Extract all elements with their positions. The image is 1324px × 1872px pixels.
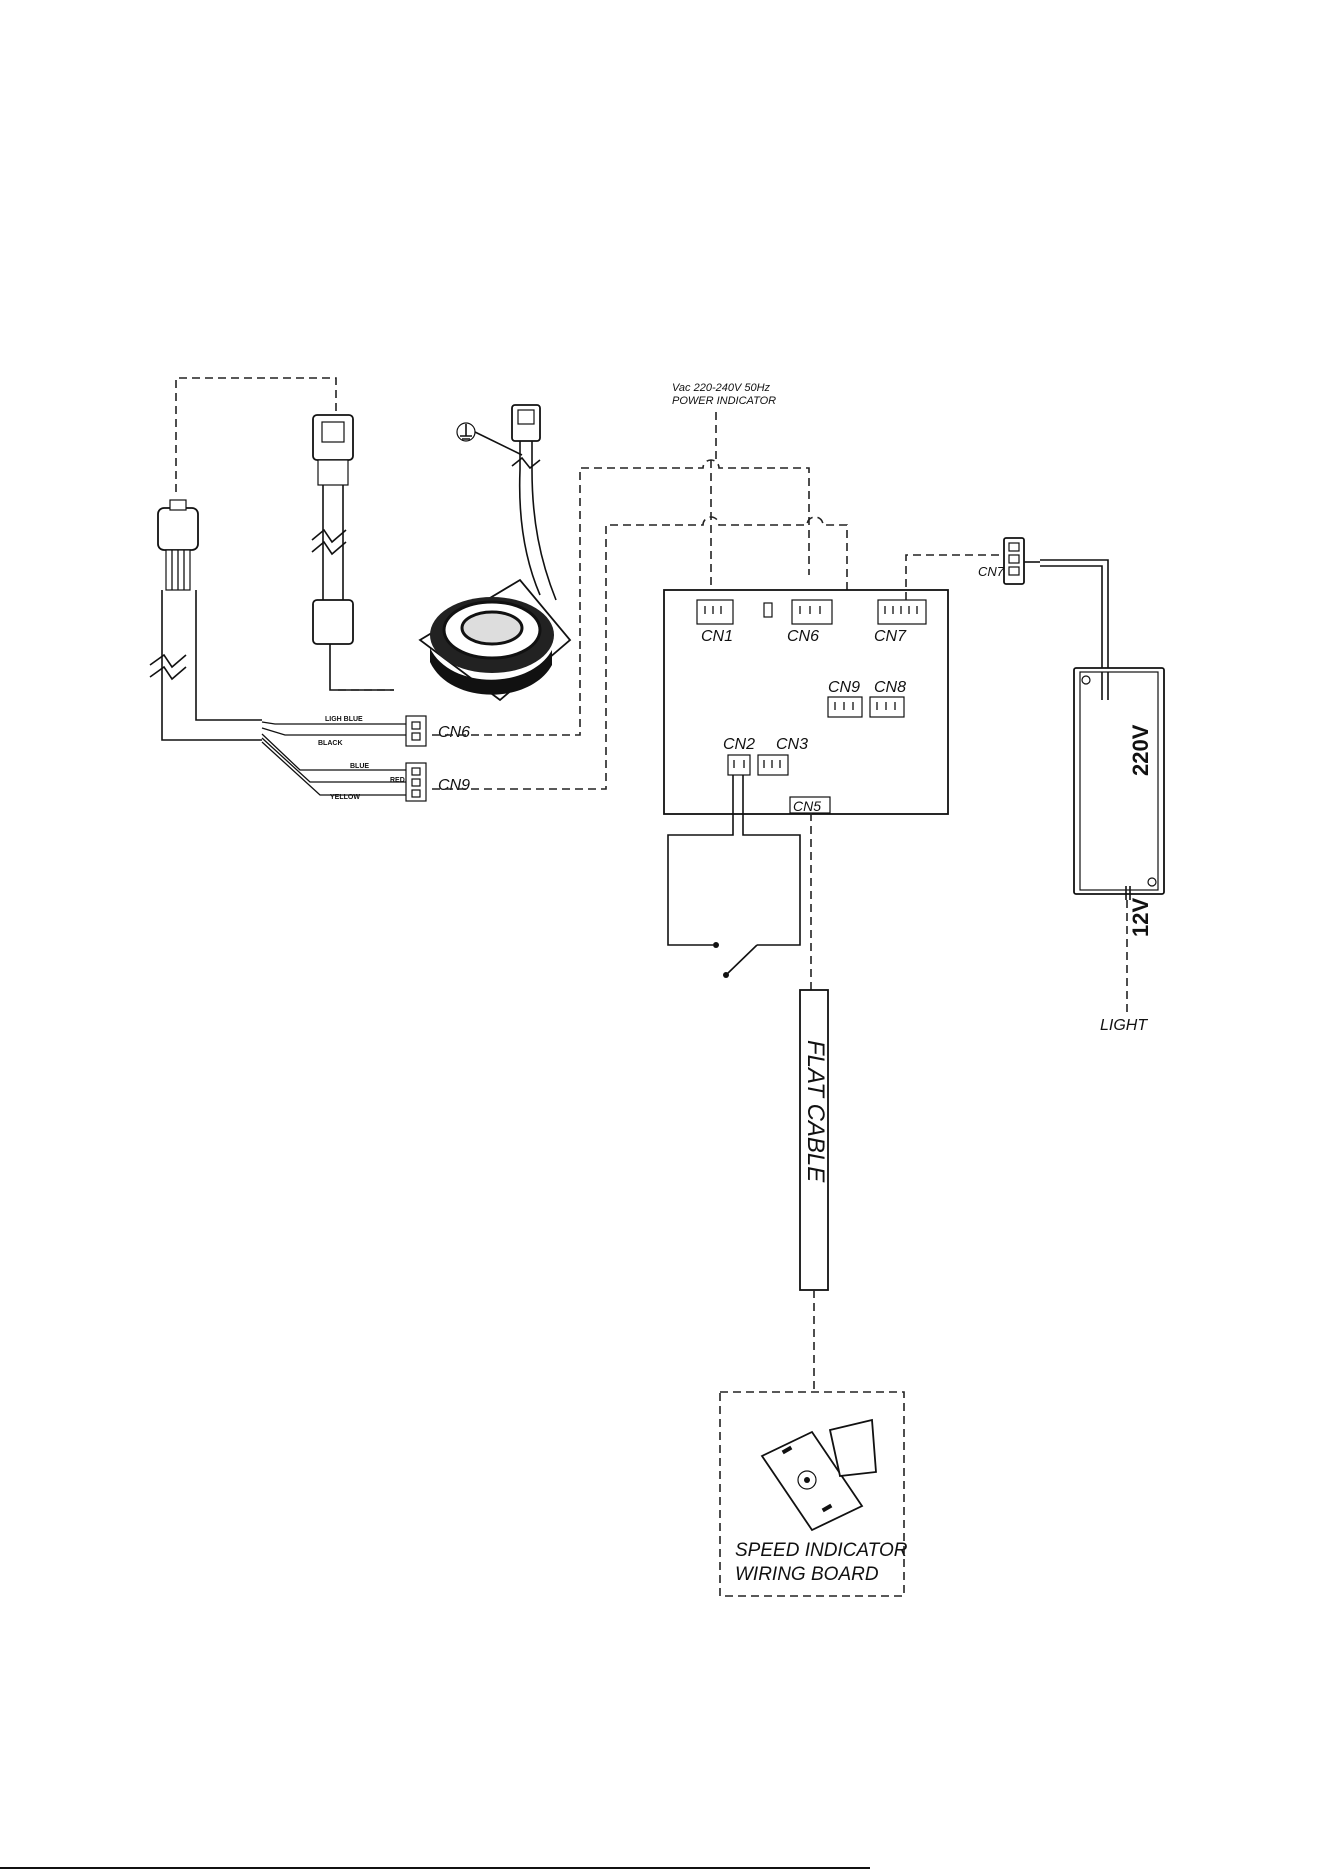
transformer-cn7-label: CN7 <box>978 564 1005 579</box>
cn8-label: CN8 <box>874 679 906 696</box>
harness-plug-cn9 <box>406 763 426 801</box>
speed-indicator-board: SPEED INDICATOR WIRING BOARD <box>720 1392 908 1596</box>
cn6-label: CN6 <box>787 628 819 645</box>
cn2-label: CN2 <box>723 736 755 753</box>
connector-cn6 <box>792 600 832 624</box>
connector-cn8 <box>870 697 904 717</box>
cn3-label: CN3 <box>776 736 808 753</box>
cn5-label: CN5 <box>793 798 821 814</box>
connector-cn7 <box>878 600 926 624</box>
transformer-220v-label: 220V <box>1128 724 1153 776</box>
harness-plug-cn6 <box>406 716 426 746</box>
power-indicator-label: POWER INDICATOR <box>672 395 776 407</box>
connector-cn3 <box>758 755 788 775</box>
speed-board-line2: WIRING BOARD <box>735 1564 879 1585</box>
cn9-label: CN9 <box>828 679 860 696</box>
wire-label-yellow: YELLOW <box>330 794 360 801</box>
left-harness-group: LIGH BLUE BLACK BLUE RED YELLOW CN6 CN9 <box>150 378 570 801</box>
connector-cn1 <box>697 600 733 624</box>
connector-cn9 <box>828 697 862 717</box>
transformer-12v-label: 12V <box>1128 898 1153 937</box>
left-plug <box>158 500 198 590</box>
main-board: CN1 CN6 CN7 CN9 CN8 CN2 <box>664 590 948 814</box>
middle-plug-bottom <box>313 600 394 690</box>
power-voltage-label: Vac 220-240V 50Hz <box>672 382 771 394</box>
harness-cn9-label: CN9 <box>438 777 470 794</box>
fan-motor <box>420 405 570 700</box>
speed-board-line1: SPEED INDICATOR <box>735 1540 908 1561</box>
flat-cable: FLAT CABLE <box>800 990 829 1290</box>
wire-label-red: RED <box>390 777 405 784</box>
flat-cable-label: FLAT CABLE <box>802 1040 829 1183</box>
middle-plug-top <box>313 415 353 485</box>
cn1-label: CN1 <box>701 628 733 645</box>
wire-label-light-blue: LIGH BLUE <box>325 716 363 723</box>
transformer-light-label: LIGHT <box>1100 1017 1148 1034</box>
wire-label-blue: BLUE <box>350 763 369 770</box>
harness-cn6-label: CN6 <box>438 724 470 741</box>
connector-cn2 <box>728 755 750 775</box>
wire-label-black: BLACK <box>318 740 343 747</box>
cn7-label: CN7 <box>874 628 907 645</box>
transformer-cn7-plug <box>1004 538 1040 584</box>
transformer: 220V 12V <box>1074 668 1164 937</box>
